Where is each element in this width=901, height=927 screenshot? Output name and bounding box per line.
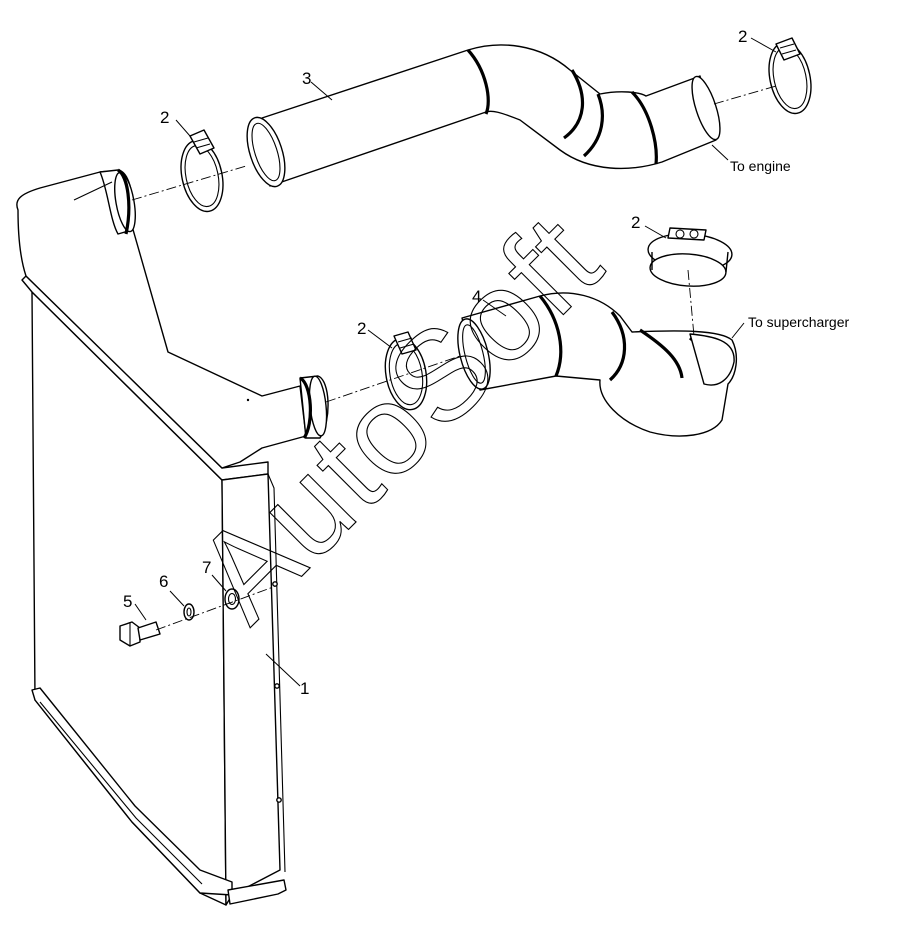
grommet — [224, 588, 240, 610]
note-to-engine: To engine — [730, 158, 791, 174]
bolt — [119, 621, 161, 647]
callout-clamp-upper-right: 2 — [738, 27, 747, 46]
clamp-mid-left — [384, 331, 428, 411]
center-lines — [131, 85, 777, 631]
callout-radiator: 1 — [300, 679, 309, 698]
clamp-upper-left — [180, 129, 224, 213]
callout-lower-pipe: 4 — [472, 287, 481, 306]
leader-lines — [134, 37, 777, 687]
callout-upper-pipe: 3 — [302, 69, 311, 88]
callout-clamp-mid-left: 2 — [357, 319, 366, 338]
washer — [183, 603, 195, 621]
callout-washer: 6 — [159, 572, 168, 591]
callout-clamp-upper-left: 2 — [160, 108, 169, 127]
charge-air-cooler — [21, 275, 287, 906]
callout-grommet: 7 — [202, 558, 211, 577]
cooler-inlet-tube — [16, 168, 329, 469]
callout-clamp-top-right: 2 — [631, 213, 640, 232]
lower-charge-pipe — [457, 292, 738, 437]
clamp-upper-right — [768, 37, 812, 115]
upper-charge-pipe — [246, 44, 721, 188]
callout-bolt: 5 — [123, 592, 132, 611]
clamp-top-right — [647, 227, 733, 287]
note-to-supercharger: To supercharger — [748, 314, 850, 330]
